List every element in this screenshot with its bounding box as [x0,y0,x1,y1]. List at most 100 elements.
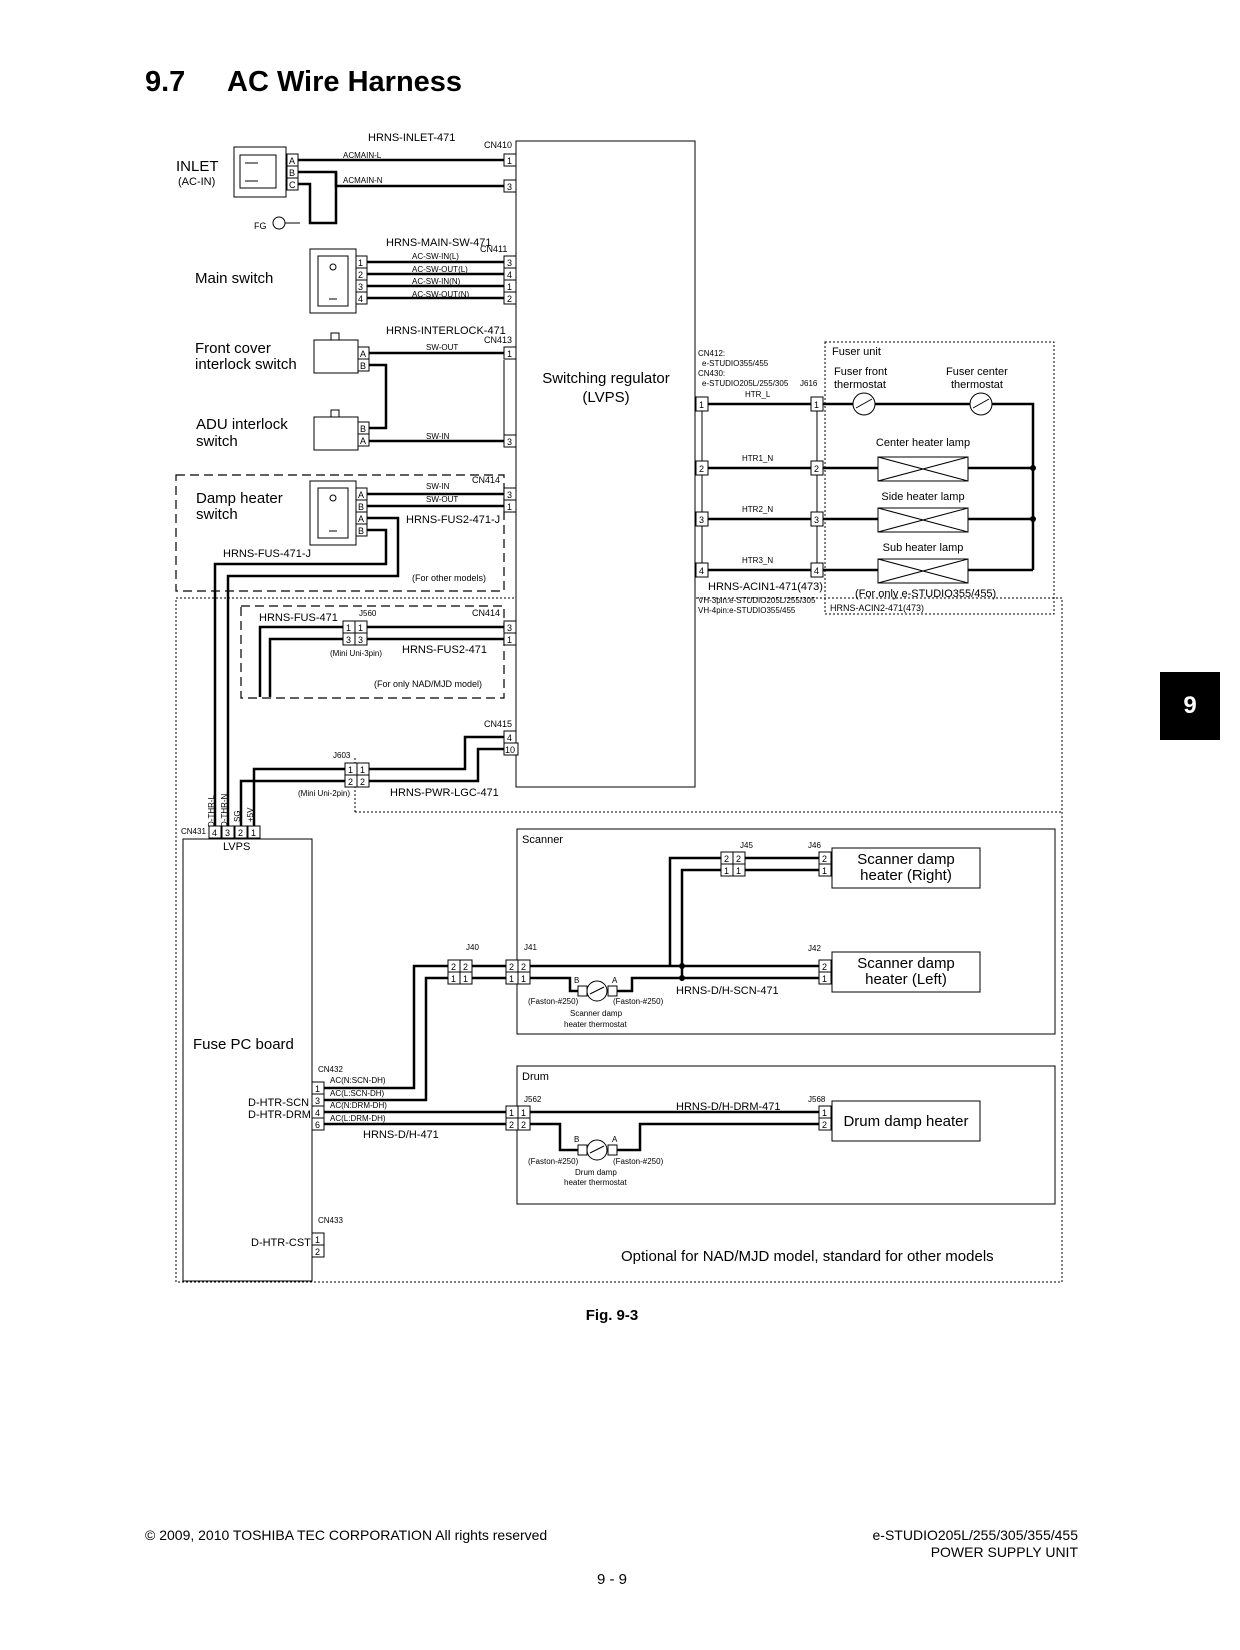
fuser-unit-label: Fuser unit [832,346,881,358]
main-switch-icon [309,248,357,314]
hrns-fus2-j-label: HRNS-FUS2-471-J [406,514,500,526]
svg-text:1: 1 [507,502,512,512]
svg-text:4: 4 [507,270,512,280]
svg-text:1: 1 [521,1108,526,1118]
svg-text:10: 10 [505,745,515,755]
svg-text:B: B [360,361,366,371]
scanner-label: Scanner [522,834,563,846]
svg-text:1: 1 [358,258,363,268]
svg-text:1: 1 [315,1084,320,1094]
sg-label: SG [233,810,242,822]
d-htr-drm-label: D-HTR-DRM [248,1109,311,1121]
j40-label: J40 [466,943,479,952]
scn-left-label-2: heater (Left) [865,971,947,988]
ac-drm-label: AC(N:DRM-DH) [330,1101,387,1110]
svg-text:2: 2 [358,270,363,280]
ac-sw-out-n: AC-SW-OUT(N) [412,290,470,299]
fuser-front-label-2: thermostat [834,379,886,391]
ac-sw-out-l: AC-SW-OUT(L) [412,265,468,274]
cn415-label: CN415 [484,719,512,729]
svg-text:1: 1 [358,623,363,633]
svg-text:1: 1 [822,974,827,984]
svg-text:1: 1 [507,635,512,645]
ac-l-scn-label: AC(L:SCN-DH) [330,1089,385,1098]
ac-sw-in-n: AC-SW-IN(N) [412,277,461,286]
cn414-label-1: CN414 [472,475,500,485]
svg-text:A: A [360,349,366,359]
optional-note: Optional for NAD/MJD model, standard for… [621,1248,994,1265]
svg-text:2: 2 [507,294,512,304]
j603-label: J603 [333,751,351,760]
svg-text:4: 4 [212,828,217,838]
svg-text:4: 4 [699,566,704,576]
cn430-label: CN430: [698,369,725,378]
svg-text:6: 6 [315,1120,320,1130]
svg-text:2: 2 [509,962,514,972]
scanner-damp-heater-right [831,847,981,889]
svg-text:1: 1 [463,974,468,984]
hrns-dh-scn-label: HRNS-D/H-SCN-471 [676,985,779,997]
sw-in-label-2: SW-IN [426,482,450,491]
j560-label: J560 [359,609,377,618]
drum-thermostat-label-2: heater thermostat [564,1178,627,1187]
hrns-fus-j-label: HRNS-FUS-471-J [223,548,311,560]
svg-text:3: 3 [358,282,363,292]
front-cover-label-2: interlock switch [195,356,297,373]
footer-model: e-STUDIO205L/255/305/355/455 [872,1527,1078,1543]
lvps-box [515,140,696,788]
ac-sw-in-l: AC-SW-IN(L) [412,252,459,261]
svg-text:2: 2 [822,1120,827,1130]
sw-out-label-2: SW-OUT [426,495,458,504]
drum-thermostat-label-1: Drum damp [575,1168,617,1177]
svg-text:4: 4 [507,733,512,743]
j562-label: J562 [524,1095,542,1104]
hrns-pwr-lgc-label: HRNS-PWR-LGC-471 [390,787,499,799]
drum-label: Drum [522,1071,549,1083]
sw-out-label-1: SW-OUT [426,343,458,352]
htr2-label: HTR2_N [742,505,773,514]
j568-label: J568 [808,1095,826,1104]
fuse-pc-label: Fuse PC board [193,1036,294,1053]
svg-text:1: 1 [699,400,704,410]
fg-label: FG [254,221,267,231]
svg-text:2: 2 [822,962,827,972]
fuse-pc-board [182,838,313,1282]
damp-switch-label-2: switch [196,506,238,523]
svg-text:1: 1 [507,349,512,359]
svg-text:2: 2 [724,854,729,864]
center-lamp-label: Center heater lamp [876,437,970,449]
front-cover-label-1: Front cover [195,340,271,357]
svg-text:4: 4 [814,566,819,576]
svg-text:3: 3 [814,515,819,525]
chapter-tab: 9 [1160,672,1220,740]
for-only-355-note: (For only e-STUDIO355/455) [855,588,996,600]
footer-model-block: e-STUDIO205L/255/305/355/455 POWER SUPPL… [873,1527,1078,1561]
svg-text:3: 3 [358,635,363,645]
hrns-fus-label: HRNS-FUS-471 [259,612,338,624]
svg-text:3: 3 [507,490,512,500]
htr1-label: HTR1_N [742,454,773,463]
scanner-damp-heater-left [831,951,981,993]
svg-text:3: 3 [315,1096,320,1106]
mini3-label: (Mini Uni-3pin) [330,649,382,658]
nad-region [240,605,505,699]
adu-label-1: ADU interlock [196,416,288,433]
side-lamp-icon [877,507,969,533]
damp-switch-label-1: Damp heater [196,490,283,507]
htr3-label: HTR3_N [742,556,773,565]
acmain-n-label: ACMAIN-N [343,176,383,185]
hrns-acin1-label: HRNS-ACIN1-471(473) [708,581,823,593]
svg-text:1: 1 [507,156,512,166]
j616-label: J616 [800,379,818,388]
sw-in-label-1: SW-IN [426,432,450,441]
svg-text:B: B [358,502,364,512]
adu-label-2: switch [196,433,238,450]
vh4-label: VH-4pin:e-STUDIO355/455 [698,606,796,615]
svg-text:1: 1 [360,765,365,775]
svg-text:3: 3 [507,437,512,447]
ac-l-drm-label: AC(L:DRM-DH) [330,1114,386,1123]
svg-text:B: B [574,1135,579,1144]
j45-label: J45 [740,841,753,850]
svg-text:2: 2 [238,828,243,838]
